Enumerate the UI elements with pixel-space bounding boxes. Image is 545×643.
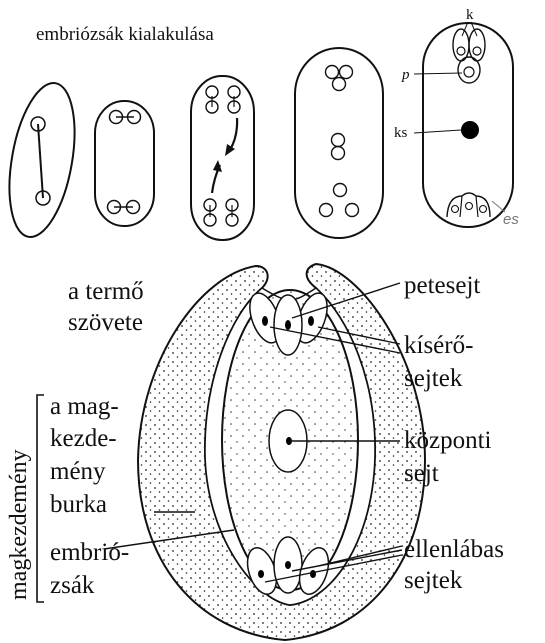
label-burka-line1: a mag- xyxy=(50,393,119,420)
label-kisero-line2: sejtek xyxy=(404,365,463,392)
stage-2 xyxy=(95,101,154,226)
label-k: k xyxy=(466,7,474,23)
label-burka-line3: mény xyxy=(50,458,106,485)
migration-arrow xyxy=(230,118,237,150)
label-burka-line4: burka xyxy=(50,491,107,518)
label-kisero-line1: kísérő- xyxy=(404,332,473,359)
label-es: es xyxy=(503,211,519,228)
ovule-section xyxy=(138,264,425,640)
label-burka-line2: kezde- xyxy=(50,425,117,452)
magkezdemeny-bracket xyxy=(37,395,44,602)
stage-4-outline xyxy=(295,48,383,238)
label-p: p xyxy=(401,67,410,83)
stage-4 xyxy=(295,48,383,238)
egg-cell xyxy=(458,57,480,83)
label-ellen-line2: sejtek xyxy=(404,567,463,594)
label-ks: ks xyxy=(394,125,408,141)
stage-1 xyxy=(0,78,85,242)
label-termo-line2: szövete xyxy=(68,309,143,336)
synergid-cell xyxy=(469,29,485,61)
stage-3-outline xyxy=(191,76,254,240)
label-kozponti-line1: központi xyxy=(404,427,492,454)
stage-3 xyxy=(191,76,254,240)
stage-1-outline xyxy=(0,78,85,242)
label-kozponti-line2: sejt xyxy=(404,460,439,487)
label-embriozsak-line2: zsák xyxy=(50,572,95,599)
stage-1-spindle xyxy=(38,124,43,198)
central-nucleus xyxy=(461,121,479,139)
synergid-cell xyxy=(453,29,469,61)
label-termo-line1: a termő xyxy=(68,278,144,305)
migration-arrowhead xyxy=(225,144,235,156)
label-embriozsak-line1: embrió- xyxy=(50,539,129,566)
label-ellen-line1: ellenlábas xyxy=(404,536,504,563)
diagram-title: embriózsák kialakulása xyxy=(36,24,214,45)
stage-5: k p ks es xyxy=(394,7,519,228)
bracket-label: magkezdemény xyxy=(6,449,32,600)
label-petesejt: petesejt xyxy=(404,272,480,299)
